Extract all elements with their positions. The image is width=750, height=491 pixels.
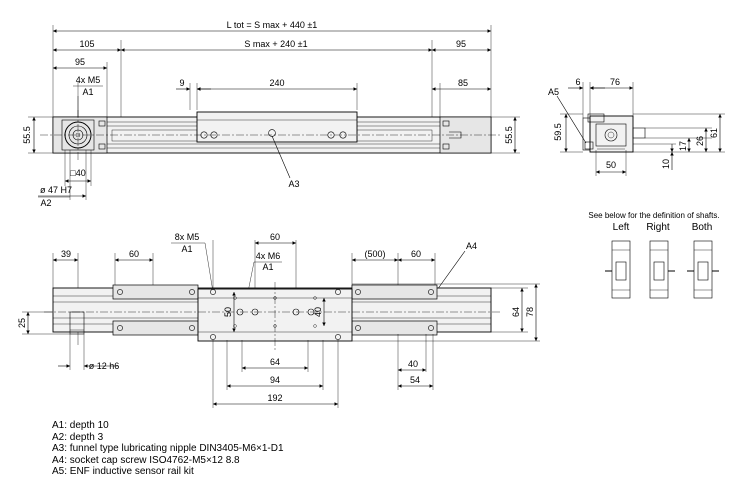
note-a5: A5 — [548, 87, 559, 97]
shaft-definition: See below for the definition of shafts. … — [588, 211, 720, 299]
note-8x-m5: 8x M5 — [175, 232, 200, 242]
mount-bolts-bottom — [117, 289, 434, 331]
note-a1-depth: A1: depth 10 — [52, 420, 109, 431]
dim-square-40: □40 — [70, 168, 85, 178]
dim-192: 192 — [267, 393, 282, 403]
dim-54: 54 — [410, 375, 420, 385]
dim-17: 17 — [678, 141, 688, 151]
dim-phi-47: ø 47 H7 — [40, 185, 72, 195]
shaft-note: See below for the definition of shafts. — [588, 211, 719, 220]
dim-s-max: S max + 240 ±1 — [244, 39, 307, 49]
dim-40-vertical: 40 — [313, 307, 323, 317]
dim-60-carriage: 60 — [270, 232, 280, 242]
dim-60-right: 60 — [411, 249, 421, 259]
note-a1-top: A1 — [82, 87, 93, 97]
drive-shaft — [69, 311, 85, 335]
note-a1-m6: A1 — [262, 262, 273, 272]
dim-59-5: 59.5 — [553, 123, 563, 141]
side-view: 6 76 A5 59.5 61 26 17 10 — [548, 77, 725, 176]
top-view: L tot = S max + 440 ±1 105 S max + 240 ±… — [22, 20, 520, 208]
dim-55-5-right: 55.5 — [504, 126, 514, 144]
dim-240: 240 — [269, 78, 284, 88]
note-a5-sensor: A5: ENF inductive sensor rail kit — [52, 466, 194, 477]
dim-phi-12: ø 12 h6 — [89, 361, 120, 371]
dim-95-left: 95 — [75, 57, 85, 67]
notes-list: A1: depth 10 A2: depth 3 A3: funnel type… — [52, 420, 284, 478]
shaft-label-left: Left — [613, 222, 630, 233]
dim-64-horizontal: 64 — [270, 357, 280, 367]
dim-55-5-left: 55.5 — [22, 126, 32, 144]
note-a2-depth: A2: depth 3 — [52, 431, 104, 443]
dim-50-bottom: 50 — [223, 307, 233, 317]
dim-26: 26 — [695, 136, 705, 146]
rail-clamp-left — [112, 284, 199, 300]
note-a4: A4 — [466, 241, 477, 251]
carriage-top — [196, 111, 358, 143]
note-a3-nipple: A3: funnel type lubricating nipple DIN34… — [52, 443, 284, 454]
dim-78: 78 — [525, 307, 535, 317]
dim-10: 10 — [661, 159, 671, 169]
dim-95-top-right: 95 — [456, 39, 466, 49]
dim-9: 9 — [179, 78, 184, 88]
dim-85: 85 — [458, 78, 468, 88]
dim-6: 6 — [575, 77, 580, 87]
shaft-icon-both — [687, 240, 719, 299]
note-a4-screw: A4: socket cap screw ISO4762-M5×12 8.8 — [52, 454, 240, 466]
dim-40-horizontal: 40 — [408, 359, 418, 369]
note-4x-m5: 4x M5 — [76, 75, 101, 85]
note-a2: A2 — [40, 198, 51, 208]
note-4x-m6: 4x M6 — [256, 251, 281, 261]
dim-61: 61 — [709, 128, 719, 138]
profile-section — [589, 115, 634, 153]
note-a3: A3 — [288, 179, 299, 189]
dim-64-vertical: 64 — [511, 307, 521, 317]
shaft-label-both: Both — [692, 222, 713, 233]
dim-60-left: 60 — [129, 249, 139, 259]
dim-25: 25 — [17, 318, 27, 328]
note-a1-m5: A1 — [181, 244, 192, 254]
shaft-icon-left — [605, 240, 631, 299]
dim-105: 105 — [79, 39, 94, 49]
dim-50-side: 50 — [606, 160, 616, 170]
shaft-label-right: Right — [646, 222, 670, 233]
rail-clamp-right — [351, 284, 438, 300]
dim-500: (500) — [364, 249, 385, 259]
dim-94: 94 — [270, 375, 280, 385]
dim-39: 39 — [61, 249, 71, 259]
dim-l-tot: L tot = S max + 440 ±1 — [227, 20, 318, 30]
shaft-icon-right — [649, 240, 675, 299]
bottom-view: 8x M5 A1 60 4x M6 A1 A4 39 60 (500) 60 — [17, 232, 540, 408]
dim-76: 76 — [610, 77, 620, 87]
